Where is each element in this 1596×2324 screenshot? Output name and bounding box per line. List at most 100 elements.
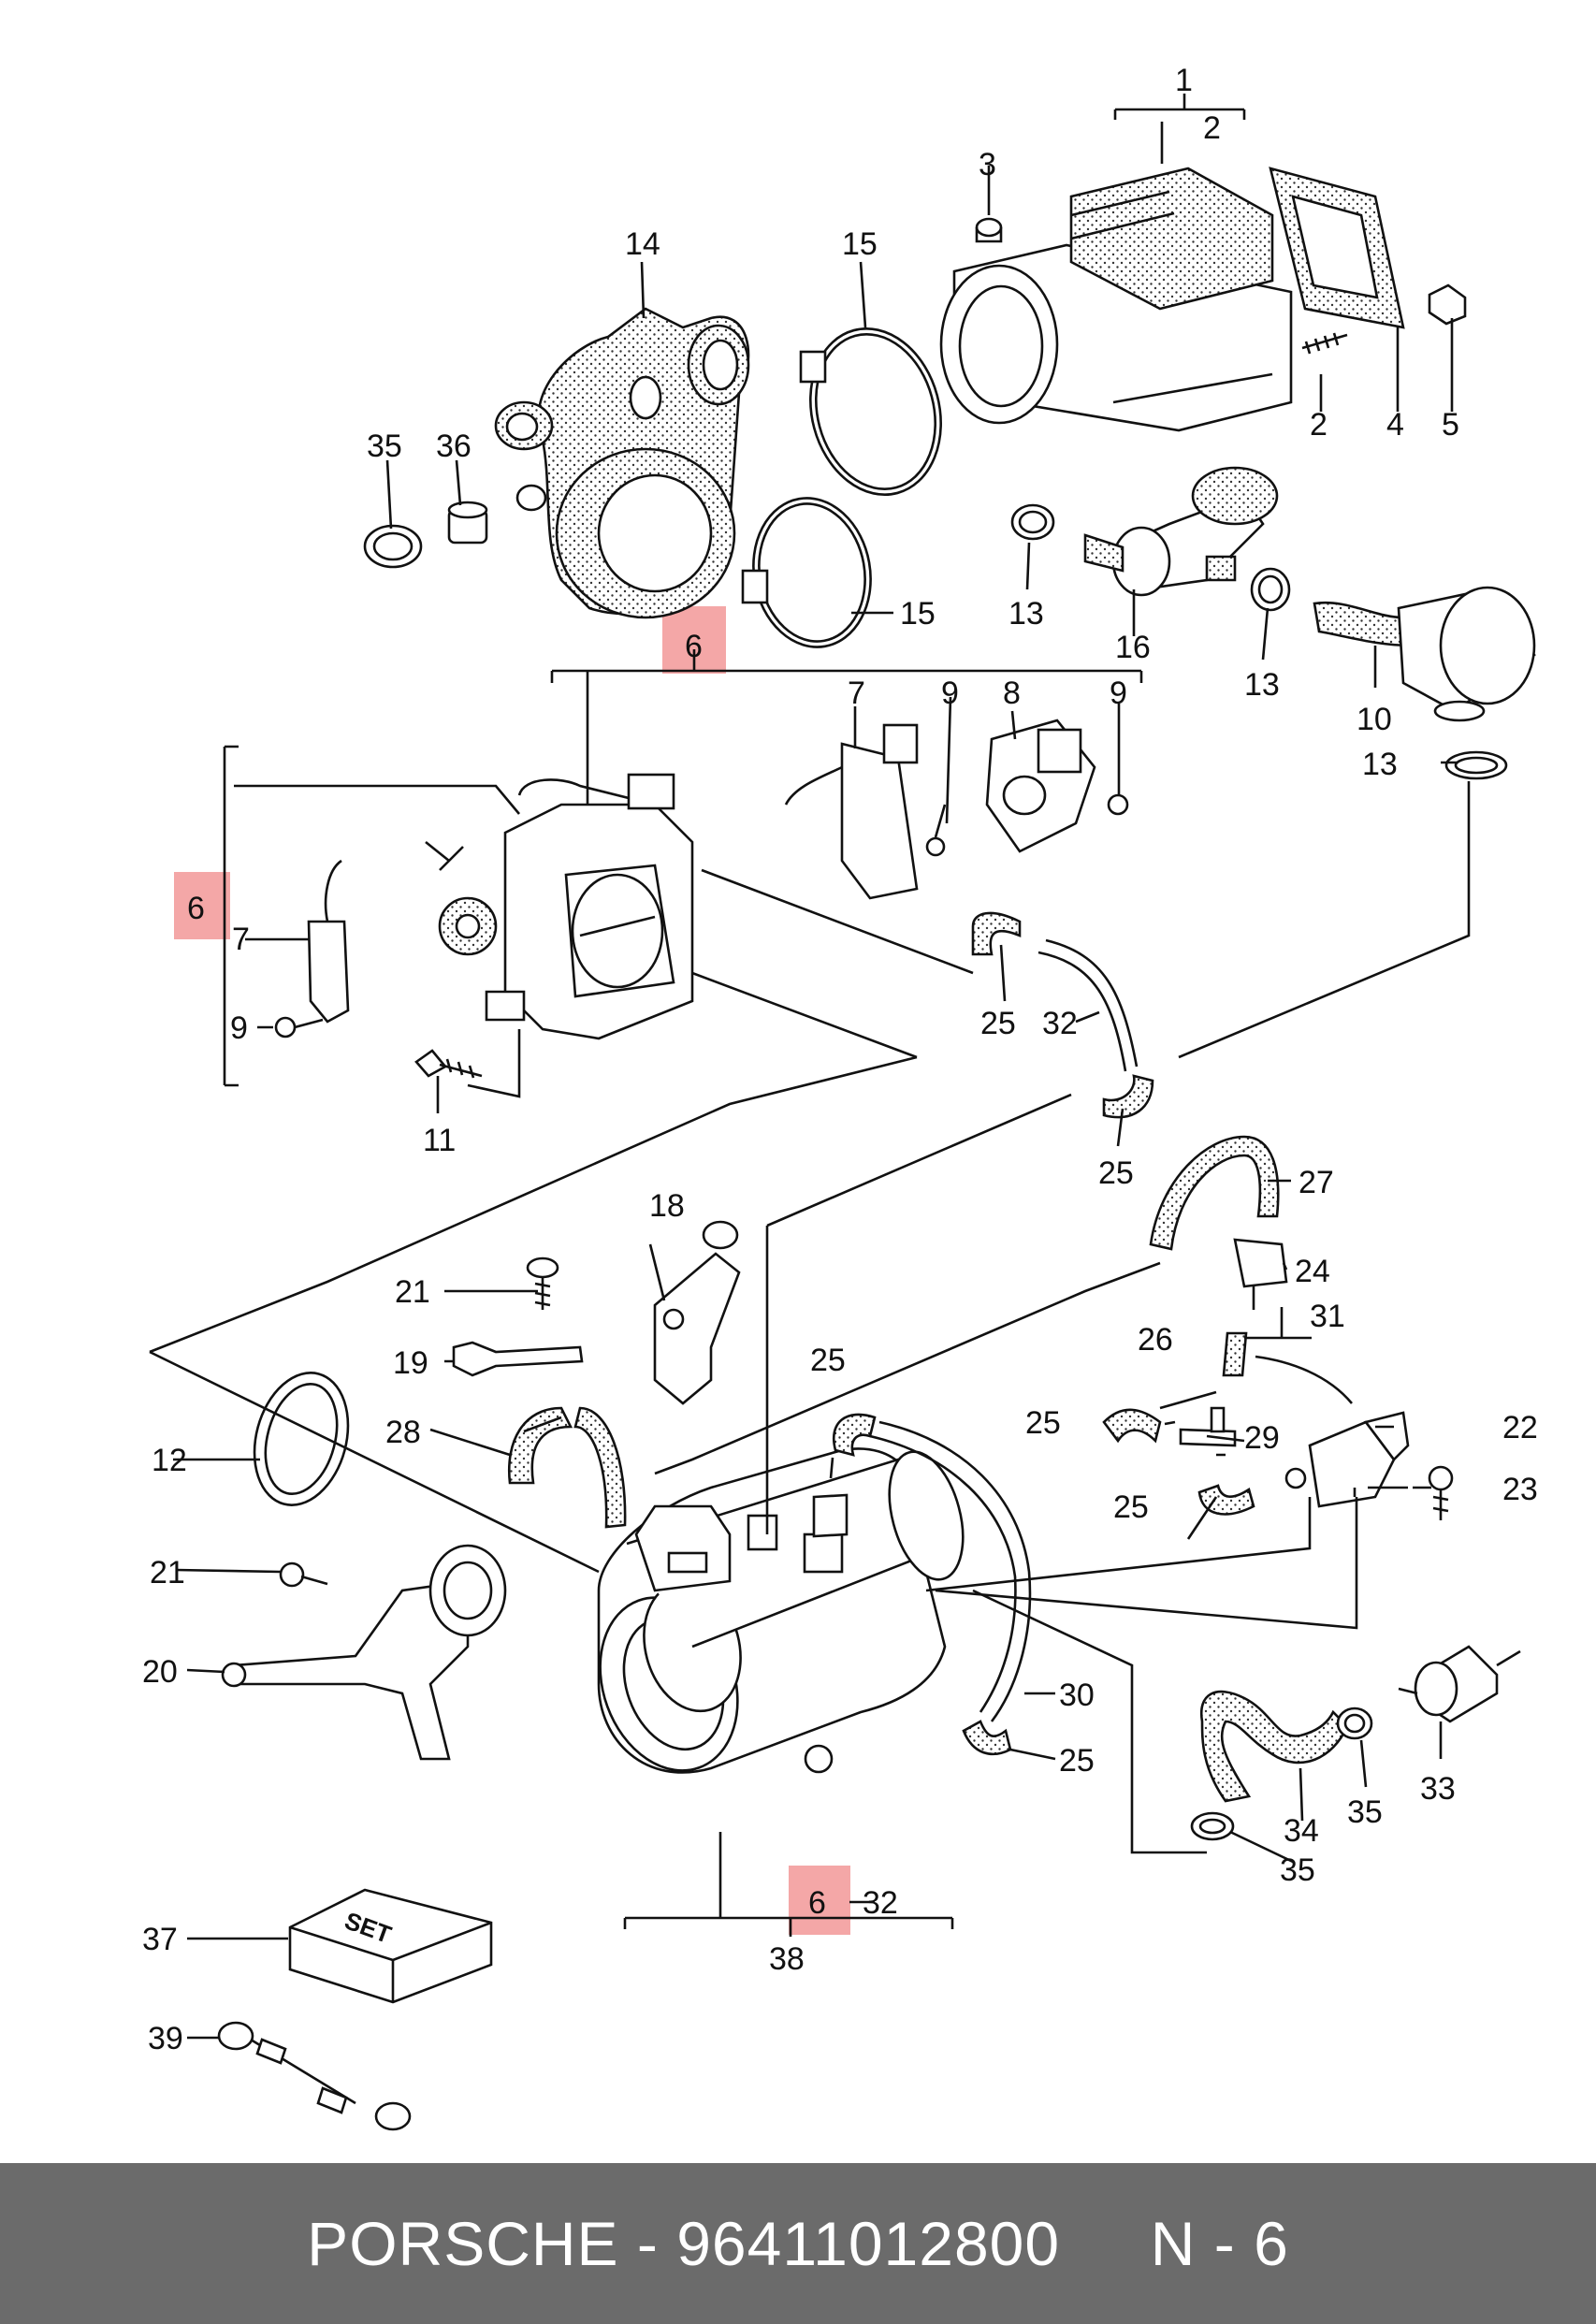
callout-27: 27 bbox=[1299, 1165, 1334, 1200]
callout-15: 15 bbox=[900, 596, 936, 632]
callout-1: 1 bbox=[1175, 63, 1193, 98]
callout-5: 5 bbox=[1442, 407, 1459, 443]
bolt-21-lower bbox=[279, 1561, 328, 1588]
callout-8: 8 bbox=[1003, 675, 1021, 711]
cap-36 bbox=[447, 501, 488, 545]
hose-34 bbox=[1199, 1690, 1349, 1803]
callout-7: 7 bbox=[848, 675, 865, 711]
callout-25: 25 bbox=[1098, 1155, 1134, 1191]
clamp-13-mid bbox=[1250, 567, 1291, 612]
hose-28 bbox=[507, 1406, 627, 1529]
callout-30: 30 bbox=[1059, 1678, 1095, 1713]
footer-gap bbox=[1060, 2208, 1151, 2279]
nut-5 bbox=[1428, 283, 1467, 326]
callout-20: 20 bbox=[142, 1654, 178, 1690]
callout-14: 14 bbox=[625, 226, 660, 262]
callout-32: 32 bbox=[863, 1885, 898, 1921]
hose-25-mid bbox=[1102, 1074, 1154, 1119]
callout-13: 13 bbox=[1008, 596, 1044, 632]
footer-brand: PORSCHE bbox=[307, 2209, 619, 2278]
callout-2: 2 bbox=[1203, 110, 1221, 146]
callout-21: 21 bbox=[150, 1555, 185, 1590]
set-box-37: SET bbox=[288, 1888, 493, 2004]
callout-28: 28 bbox=[385, 1415, 421, 1450]
callout-2: 2 bbox=[1310, 407, 1328, 443]
footer-part-number: 96411012800 bbox=[676, 2209, 1061, 2278]
air-flow-meter bbox=[939, 167, 1293, 432]
callout-13: 13 bbox=[1362, 747, 1398, 782]
clamp-35-top bbox=[363, 524, 423, 569]
screw-21-upper bbox=[526, 1256, 559, 1310]
callout-39: 39 bbox=[148, 2021, 183, 2056]
highlight-marker-left bbox=[174, 872, 230, 939]
callout-38: 38 bbox=[769, 1941, 805, 1977]
callout-33: 33 bbox=[1420, 1771, 1456, 1807]
hose-32-upper bbox=[1037, 938, 1139, 1072]
callout-31: 31 bbox=[1310, 1299, 1345, 1334]
bolt-11 bbox=[414, 1049, 483, 1079]
callout-16: 16 bbox=[1115, 630, 1151, 665]
callout-6: 6 bbox=[808, 1885, 826, 1921]
check-valve-24 bbox=[1233, 1238, 1288, 1310]
leader-lines bbox=[173, 166, 1458, 2040]
stud-2 bbox=[1301, 332, 1348, 355]
hose-25-manifold bbox=[833, 1413, 877, 1457]
callout-26: 26 bbox=[1138, 1322, 1173, 1358]
throttle-switch-8 bbox=[985, 719, 1096, 853]
callout-labels: 1 2 3 14 15 2 4 5 35 36 15 13 16 13 10 1… bbox=[142, 63, 1538, 2056]
grommet-3 bbox=[975, 217, 1003, 243]
screw-9-right bbox=[1107, 793, 1129, 816]
callout-25: 25 bbox=[1025, 1405, 1061, 1441]
bracket-18 bbox=[653, 1220, 741, 1405]
filter-10 bbox=[1313, 586, 1536, 722]
highlight-marker-bottom bbox=[789, 1866, 850, 1935]
callout-29: 29 bbox=[1244, 1420, 1280, 1456]
throttle-switch-bracket-7 bbox=[784, 723, 919, 900]
callout-22: 22 bbox=[1502, 1410, 1538, 1445]
callout-11: 11 bbox=[423, 1123, 456, 1158]
callout-35: 35 bbox=[1280, 1852, 1315, 1888]
callout-34: 34 bbox=[1284, 1813, 1319, 1849]
callout-25: 25 bbox=[810, 1343, 846, 1378]
footer-position: N - 6 bbox=[1150, 2209, 1289, 2278]
callout-24: 24 bbox=[1295, 1254, 1330, 1289]
callout-6: 6 bbox=[685, 629, 703, 664]
clamp-35-lower bbox=[1190, 1811, 1235, 1841]
solenoid-valve-22 bbox=[1284, 1411, 1410, 1508]
callout-9: 9 bbox=[230, 1010, 248, 1046]
throttle-body-6 bbox=[425, 773, 694, 1040]
exploded-parts-diagram: SET bbox=[142, 63, 1538, 2131]
intake-distributor-14 bbox=[494, 307, 750, 619]
callout-35: 35 bbox=[1347, 1794, 1383, 1830]
callout-37: 37 bbox=[142, 1922, 178, 1957]
callout-9: 9 bbox=[1110, 675, 1127, 711]
callout-25: 25 bbox=[1113, 1489, 1149, 1525]
callout-23: 23 bbox=[1502, 1472, 1538, 1507]
callout-32: 32 bbox=[1042, 1006, 1078, 1041]
hose-clamp-15-upper bbox=[799, 327, 942, 496]
clamp-35-right bbox=[1336, 1707, 1373, 1740]
callout-9: 9 bbox=[941, 675, 959, 711]
callout-10: 10 bbox=[1357, 702, 1392, 737]
hose-clamp-15-lower bbox=[741, 497, 872, 648]
sensor-bracket-7-left bbox=[274, 859, 350, 1039]
callout-7: 7 bbox=[232, 922, 250, 957]
hose-25-left bbox=[1102, 1408, 1162, 1444]
clamp-13-right bbox=[1444, 750, 1508, 780]
callout-18: 18 bbox=[649, 1188, 685, 1224]
idle-speed-valve-16 bbox=[1083, 466, 1279, 597]
mounting-bracket-20 bbox=[221, 1544, 507, 1761]
hose-25-bottom bbox=[962, 1720, 1012, 1756]
callout-3: 3 bbox=[979, 147, 996, 182]
callout-25: 25 bbox=[980, 1006, 1016, 1041]
bolt-23 bbox=[1428, 1465, 1454, 1520]
callout-12: 12 bbox=[152, 1443, 187, 1478]
hose-25-upper bbox=[971, 911, 1022, 956]
vacuum-unit-33 bbox=[1398, 1645, 1521, 1723]
tee-29 bbox=[1179, 1406, 1237, 1447]
gasket-4 bbox=[1269, 167, 1405, 329]
callout-13: 13 bbox=[1244, 667, 1280, 703]
callout-25: 25 bbox=[1059, 1743, 1095, 1779]
hose-25-lower-right bbox=[1197, 1484, 1255, 1516]
callout-15: 15 bbox=[842, 226, 878, 262]
